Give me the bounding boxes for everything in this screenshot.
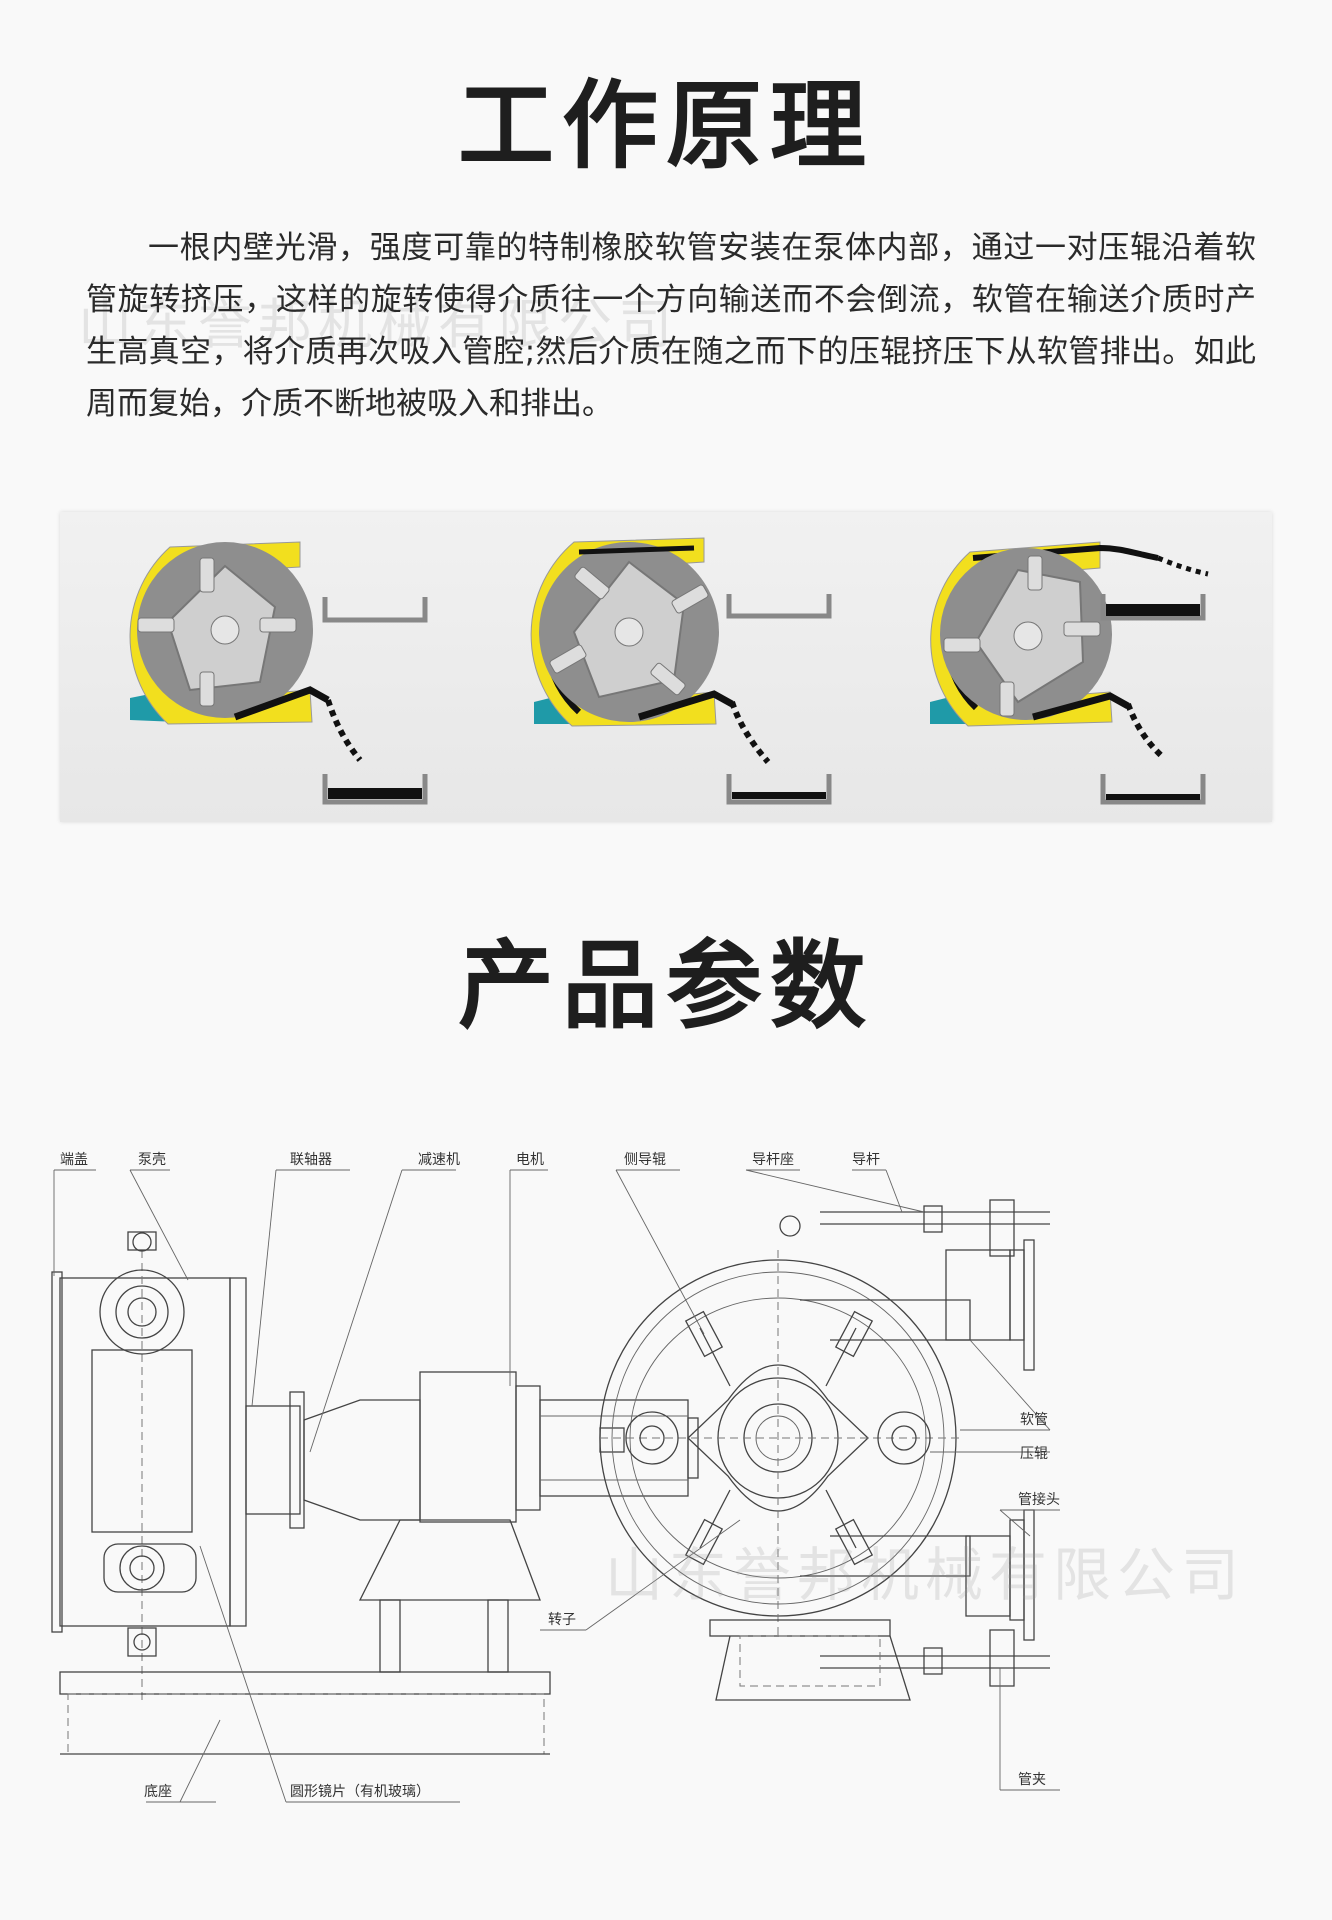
working-principle-illustration: [60, 512, 1272, 822]
label-rotor: 转子: [548, 1612, 576, 1628]
section-title-working-principle: 工作原理: [458, 70, 874, 182]
stage-3-diagram: [868, 512, 1272, 822]
label-coupling: 联轴器: [290, 1152, 332, 1168]
label-guide-rod: 导杆: [852, 1152, 880, 1168]
label-round-lens: 圆形镜片（有机玻璃）: [290, 1783, 430, 1800]
label-guide-rod-seat: 导杆座: [752, 1152, 794, 1168]
watermark: 山东誉邦机械有限公司: [605, 1541, 1246, 1609]
section-title-product-parameters: 产品参数: [458, 930, 874, 1042]
watermark: 山东誉邦机械有限公司: [78, 293, 678, 356]
label-reducer: 减速机: [418, 1152, 460, 1168]
label-side-guide-roller: 侧导辊: [624, 1152, 666, 1168]
label-pump-shell: 泵壳: [138, 1151, 166, 1168]
label-press-roller: 压辊: [1020, 1446, 1048, 1462]
stage-2-diagram: [464, 512, 868, 822]
label-hose: 软管: [1020, 1412, 1048, 1428]
label-motor: 电机: [516, 1152, 544, 1168]
side-view: 端盖 泵壳 联轴器 减速机 电机 底座 圆形镜片（有机玻璃）: [51, 1151, 699, 1803]
technical-drawing: 端盖 泵壳 联轴器 减速机 电机 底座 圆形镜片（有机玻璃）: [40, 1100, 1300, 1840]
front-view: 侧导辊 导杆座 导杆 软管 压辊 管接头 转子 管夹: [540, 1152, 1060, 1791]
stage-1-diagram: [60, 512, 464, 822]
label-end-cover: 端盖: [60, 1152, 88, 1168]
label-pipe-joint: 管接头: [1018, 1491, 1060, 1508]
label-base: 底座: [144, 1784, 172, 1800]
working-principle-paragraph: 一根内壁光滑，强度可靠的特制橡胶软管安装在泵体内部，通过一对压辊沿着软管旋转挤压…: [86, 230, 1256, 422]
label-pipe-clamp: 管夹: [1018, 1772, 1046, 1788]
